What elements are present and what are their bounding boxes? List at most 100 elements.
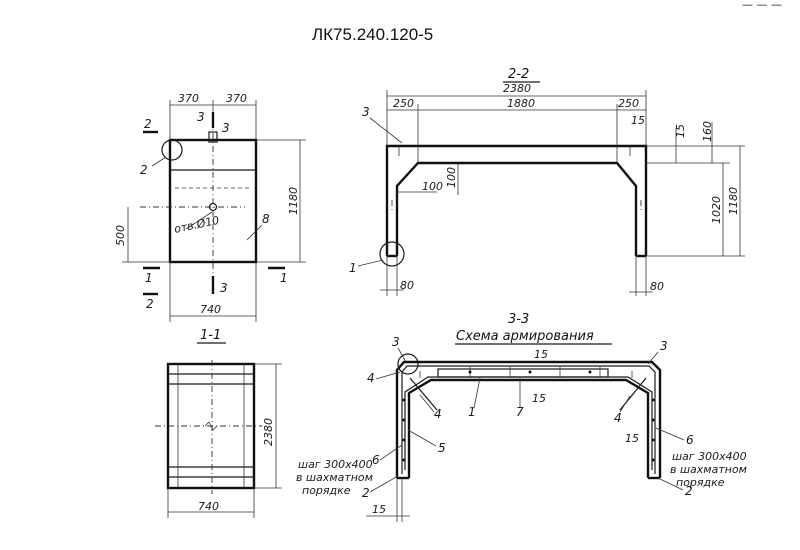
leader	[655, 427, 685, 441]
dim-160: 160	[701, 121, 714, 142]
dim-15-bottom: 15	[372, 503, 386, 516]
dim-1880: 1880	[507, 97, 535, 110]
mark-2-left: 2	[362, 486, 370, 500]
detail-callout-circle	[397, 353, 419, 375]
rebar-dot	[651, 398, 655, 402]
section-3-label-a: 3	[197, 110, 205, 124]
dim-15-vertical: 15	[674, 124, 687, 138]
dim-2380-vertical: 2380	[262, 418, 275, 446]
mark-1: 1	[468, 405, 476, 419]
top-right-mark: — — —	[742, 0, 782, 11]
note-left-line2: в шахматном	[296, 471, 373, 484]
plan-view: отв.Ø10 370 370 1180 500 740 2 2 3 3	[114, 92, 306, 322]
mark-8-leader	[246, 224, 263, 241]
section-1-1-view: 1-1 2380 740	[155, 328, 282, 518]
leader	[379, 444, 403, 461]
dim-250-left: 250	[393, 97, 414, 110]
lifting-loop	[208, 131, 218, 143]
rebar-cage	[437, 368, 609, 378]
mark-3-left: 3	[392, 335, 400, 349]
dim-15-top: 15	[534, 348, 548, 361]
mark-4-outer-left: 4	[367, 371, 375, 385]
dim-1020: 1020	[710, 196, 723, 224]
dim-250-right: 250	[618, 97, 639, 110]
plan-outline	[168, 138, 258, 264]
rebar-dot	[402, 458, 406, 462]
section-2-2-inner	[395, 161, 638, 256]
mark-5: 5	[438, 441, 446, 455]
mark-4-inner-left: 4	[434, 407, 442, 421]
note-right-line2: в шахматном	[670, 463, 747, 476]
section-3-3-header: 3-3	[508, 312, 529, 327]
mark-7: 7	[516, 405, 524, 419]
dim-370-right: 370	[226, 92, 247, 105]
mark-1-leader	[357, 259, 384, 267]
note-right-line1: шаг 300х400	[672, 450, 747, 463]
leader	[369, 475, 399, 493]
rebar-dot	[651, 458, 655, 462]
section-3-label-b: 3	[222, 121, 230, 135]
rebar-dot	[651, 438, 655, 442]
rebar-dot	[528, 370, 532, 374]
mark-4-right: 4	[614, 411, 622, 425]
leader	[473, 377, 481, 409]
section-3-3-subheader: Схема армирования	[456, 329, 594, 344]
dim-2380: 2380	[503, 82, 531, 95]
section-3-3-outline	[395, 360, 662, 478]
drawing-title: ЛК75.240.120-5	[312, 25, 433, 44]
section-2-2-header: 2-2	[508, 67, 529, 82]
dim-100-horizontal: 100	[422, 180, 443, 193]
mark-3-section22: 3	[362, 105, 370, 119]
dim-740-section11: 740	[198, 500, 219, 513]
rebar-dot	[651, 418, 655, 422]
rebar-diagonal-left	[409, 377, 438, 411]
note-right-line3: порядке	[676, 476, 725, 489]
leader	[397, 347, 407, 363]
section-3-3-view: 3-3 Схема армирования	[296, 312, 747, 522]
note-left-line3: порядке	[302, 484, 351, 497]
dim-15-right: 15	[625, 432, 639, 445]
mark-3-leader	[369, 117, 403, 144]
detail-callout-circle	[161, 139, 183, 161]
detail-callout-circle	[379, 241, 405, 267]
callout-leader	[151, 156, 167, 167]
dim-15-mid: 15	[532, 392, 546, 405]
rebar-dot	[588, 370, 592, 374]
rebar-outer	[401, 365, 656, 474]
dim-740: 740	[200, 303, 221, 316]
dim-1180: 1180	[287, 187, 300, 215]
section-2-label-b: 2	[146, 297, 154, 311]
hole-label: отв.Ø10	[173, 214, 220, 236]
mark-1-section22: 1	[349, 261, 357, 275]
dim-370-left: 370	[178, 92, 199, 105]
mark-6-left: 6	[372, 453, 380, 467]
leader	[657, 477, 684, 491]
section-1-label-a: 1	[145, 271, 153, 285]
rebar-dot	[468, 370, 472, 374]
leader	[407, 429, 437, 447]
section-2-label-a: 2	[144, 117, 152, 131]
break-symbol	[204, 421, 218, 431]
dim-80-left: 80	[400, 279, 414, 292]
section-3-3-inner	[407, 378, 650, 478]
rebar-dot	[402, 418, 406, 422]
dim-15-right: 15	[631, 114, 645, 127]
hole-circle	[208, 202, 218, 212]
leader	[647, 351, 659, 365]
section-2-2-outline	[385, 144, 648, 256]
mark-8: 8	[262, 212, 270, 226]
section-1-label-b: 1	[280, 271, 288, 285]
dim-80-right: 80	[650, 280, 664, 293]
dim-500: 500	[114, 225, 127, 246]
mark-2-right: 2	[685, 484, 693, 498]
leader	[375, 371, 401, 380]
section-3-label-c: 3	[220, 281, 228, 295]
hole-leader	[185, 211, 213, 230]
leader	[619, 395, 631, 413]
rebar-dot	[402, 438, 406, 442]
section-1-1-header: 1-1	[200, 328, 221, 343]
section-2-2-view: 2-2 2380 250 1880 250 15 15 160 1020 118…	[349, 67, 745, 296]
dim-100-vertical: 100	[445, 167, 458, 188]
leader	[419, 394, 435, 413]
